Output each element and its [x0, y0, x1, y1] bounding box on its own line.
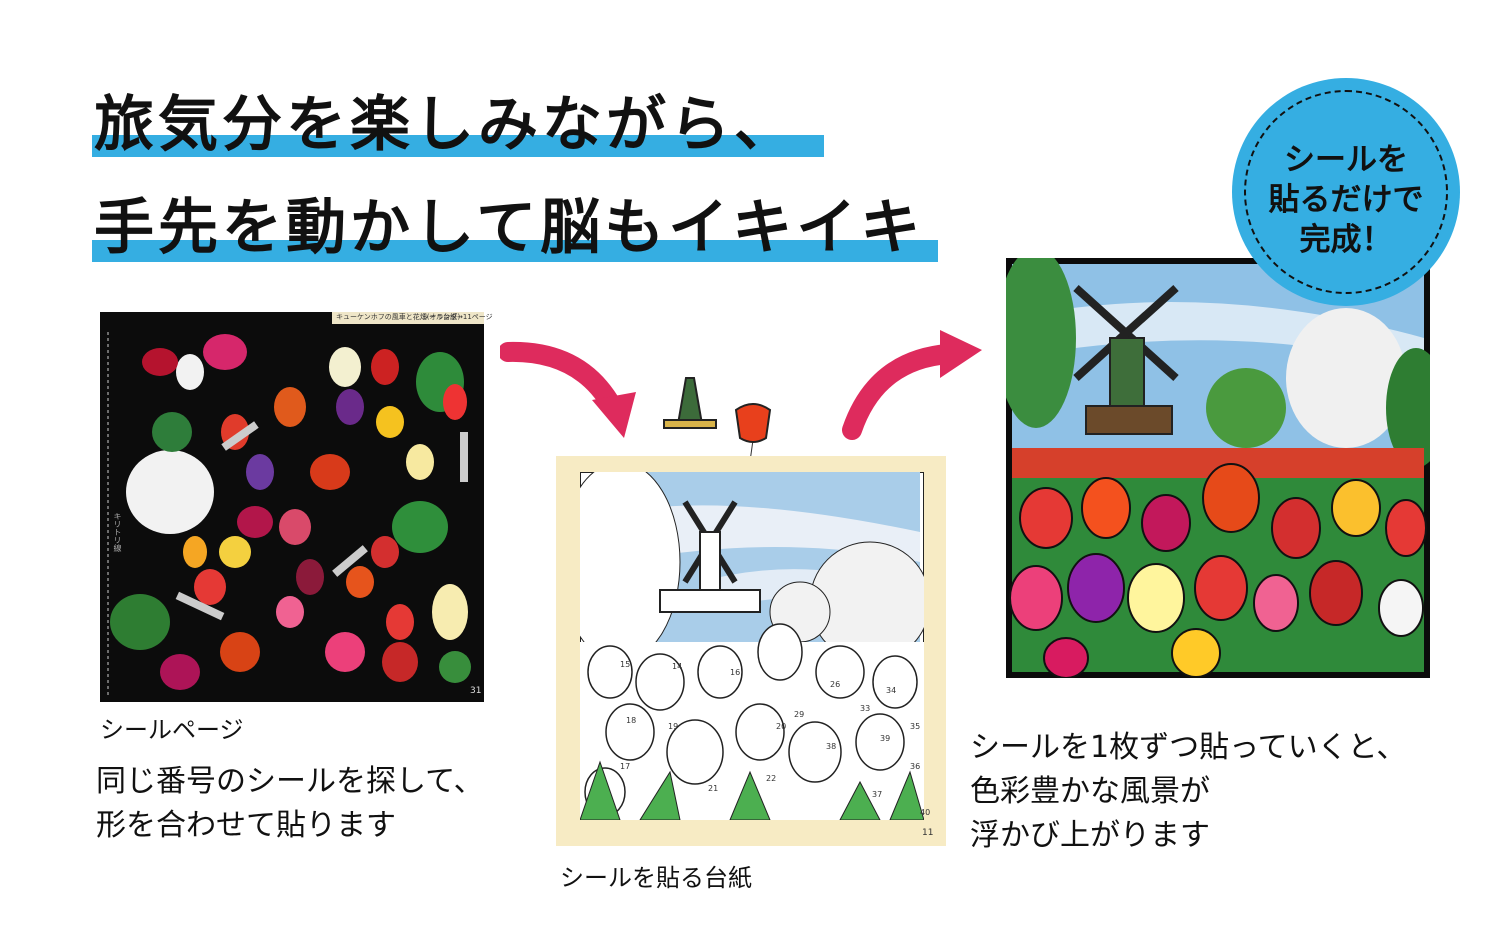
mount-sticker-number: 14 — [672, 662, 683, 671]
mount-sticker-number: 39 — [880, 734, 891, 743]
finished-desc-1: シールを1枚ずつ貼っていくと、 — [970, 730, 1407, 765]
sticker-page-desc-2: 形を合わせて貼ります — [96, 808, 396, 843]
headline-highlight-1 — [92, 135, 824, 157]
sticker-page-desc-1: 同じ番号のシールを探して、 — [96, 764, 484, 799]
mount-sticker-number: 20 — [776, 722, 787, 731]
mount-sticker-number: 34 — [886, 686, 897, 695]
mount-sticker-number: 37 — [872, 790, 883, 799]
finished-artwork — [996, 248, 1446, 679]
mount-sticker-number: 22 — [766, 774, 777, 783]
mount-sticker-number: 15 — [620, 660, 631, 669]
mount-sticker-number: 33 — [860, 704, 871, 713]
curved-arrow-icon — [842, 330, 982, 440]
finished-desc-2: 色彩豊かな風景が — [970, 774, 1210, 809]
sticker-page-header-title: キューケンホフの風車と花畑(オランダ) — [336, 313, 461, 321]
headline-line-1: 旅気分を楽しみながら、 — [94, 90, 798, 160]
sticker-page-number: 31 — [470, 686, 482, 696]
mount-sticker-number: 36 — [910, 762, 921, 771]
finished-artwork-illustration — [996, 248, 1446, 679]
sticker-page-caption: シールページ — [100, 716, 244, 744]
windmill-sticker-icon — [663, 377, 717, 429]
mount-sticker-number: 26 — [830, 680, 841, 689]
sticker-page-side-label: キリトリ線 — [113, 512, 122, 552]
mount-sticker-number: 40 — [920, 808, 931, 817]
mount-sticker-number: 18 — [626, 716, 637, 725]
headline-highlight-2 — [92, 240, 938, 262]
mount-page-illustration — [580, 472, 924, 820]
curved-arrow-icon — [500, 341, 636, 438]
mount-page-caption: シールを貼る台紙 — [560, 864, 752, 892]
sticker-page-header-ref: シール台紙→11ページ — [422, 313, 493, 321]
completion-badge: シールを 貼るだけで 完成！ — [1232, 78, 1460, 306]
mount-sticker-number: 29 — [794, 710, 805, 719]
headline-line-2: 手先を動かして脳もイキイキ — [94, 193, 925, 263]
badge-line-2: 貼るだけで — [1268, 182, 1424, 218]
mount-sticker-number: 38 — [826, 742, 837, 751]
mount-sticker-number: 19 — [668, 722, 679, 731]
mount-sticker-number: 21 — [708, 784, 719, 793]
badge-line-3: 完成！ — [1299, 222, 1393, 258]
sticker-page: キューケンホフの風車と花畑(オランダ) シール台紙→11ページ キリトリ線 31 — [100, 312, 493, 702]
mount-sticker-number: 35 — [910, 722, 921, 731]
sticker-page-illustration — [100, 312, 484, 702]
mount-page-number: 11 — [922, 828, 934, 838]
finished-desc-3: 浮かび上がります — [970, 818, 1210, 853]
mount-sticker-number: 17 — [620, 762, 631, 771]
badge-line-1: シールを — [1284, 142, 1408, 178]
badge-dashed-ring — [1244, 90, 1448, 294]
mount-sticker-number: 16 — [730, 668, 741, 677]
mount-page: 11 15 14 16 18 19 20 17 21 22 38 39 26 29 33 34 35 36 37 4… — [556, 456, 946, 846]
